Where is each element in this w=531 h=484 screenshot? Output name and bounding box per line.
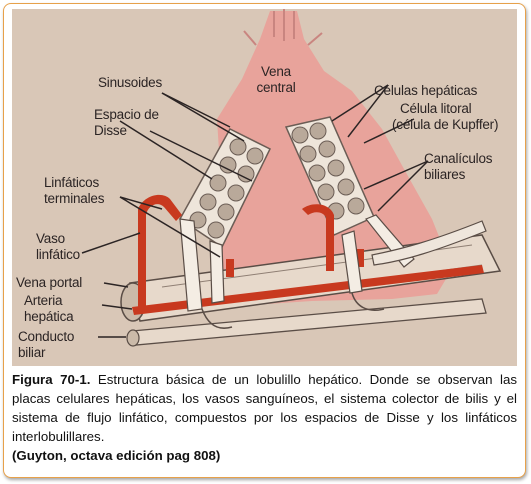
label-vena-central-line1: Vena [261, 64, 291, 79]
liver-lobule-diagram: Sinusoides Espacio de Disse Vena central… [12, 9, 517, 366]
label-sinusoides: Sinusoides [98, 75, 163, 90]
label-vaso-linfatico-line1: Vaso [36, 231, 65, 246]
figure-label: Figura 70-1. [12, 372, 91, 387]
label-conducto-biliar-line2: biliar [18, 345, 46, 360]
pointer-lines [81, 84, 429, 338]
lymphatic-vessel [371, 220, 487, 266]
label-linfaticos-terminales-line1: Linfáticos [44, 175, 100, 190]
diagram-illustration [12, 9, 517, 366]
caption-text: Estructura básica de un lobulillo hepáti… [12, 372, 518, 444]
label-canaliculos-biliares-line2: biliares [424, 167, 466, 182]
hepatic-artery [132, 194, 484, 315]
label-espacio-de-disse-line1: Espacio de [94, 107, 159, 122]
left-hepatic-plate [179, 128, 272, 249]
right-hepatic-plate [284, 116, 375, 236]
label-celulas-hepaticas: Células hepáticas [374, 83, 478, 98]
bile-duct [126, 292, 487, 347]
label-conducto-biliar-line1: Conducto [18, 329, 75, 344]
label-espacio-de-disse-line2: Disse [94, 123, 127, 138]
label-arteria-hepatica-line1: Arteria [24, 293, 63, 308]
label-vaso-linfatico-line2: linfático [36, 247, 80, 262]
label-celula-litoral-line1: Célula litoral [400, 101, 472, 116]
caption-source: (Guyton, octava edición pag 808) [12, 448, 221, 463]
label-celula-litoral-line2: (célula de Kupffer) [392, 117, 499, 132]
label-vena-central-line2: central [256, 80, 296, 95]
figure-caption: Figura 70-1. Estructura básica de un lob… [12, 370, 517, 476]
figure-frame: Sinusoides Espacio de Disse Vena central… [3, 3, 526, 478]
label-linfaticos-terminales-line2: terminales [44, 191, 105, 206]
label-canaliculos-biliares-line1: Canalículos [424, 151, 493, 166]
label-arteria-hepatica-line2: hepática [24, 309, 74, 324]
label-vena-portal: Vena portal [16, 275, 83, 290]
